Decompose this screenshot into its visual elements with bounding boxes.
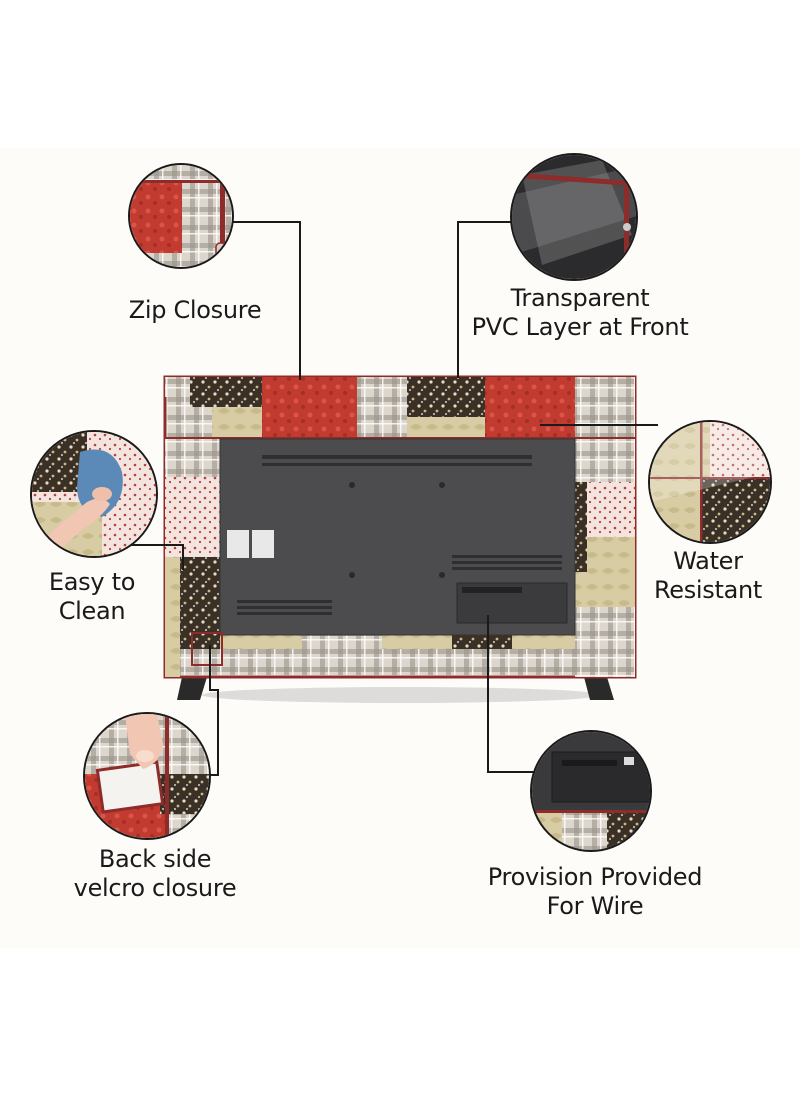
water-resistant-icon [648,420,772,544]
easy-clean-label-line2: Clean [58,597,126,625]
tv-right-foot [584,677,614,700]
tv-left-foot [177,677,207,700]
velcro-closure-label-line1: Back side [98,845,212,873]
water-resistant-label-line1: Water [673,547,743,575]
transparent-pvc-icon [510,153,638,281]
transparent-pvc-label-line1: Transparent [510,284,650,312]
transparent-pvc-label: Transparent PVC Layer at Front [460,284,700,342]
wire-provision-label: Provision Provided For Wire [470,863,720,921]
wire-provision-label-line2: For Wire [546,892,644,920]
water-resistant-label: Water Resistant [640,547,776,605]
wire-provision-icon [530,730,652,852]
easy-clean-icon [30,430,158,558]
easy-clean-label: Easy to Clean [22,568,162,626]
zip-closure-icon [128,163,234,269]
velcro-closure-icon [83,712,211,840]
wire-provision-label-line1: Provision Provided [487,863,703,891]
velcro-closure-label-line2: velcro closure [73,874,237,902]
zip-closure-label: Zip Closure [128,296,262,324]
transparent-pvc-label-line2: PVC Layer at Front [471,313,689,341]
water-resistant-label-line2: Resistant [653,576,763,604]
velcro-closure-label: Back side velcro closure [60,845,250,903]
easy-clean-label-line1: Easy to [48,568,136,596]
tv-cover-illustration [163,375,637,703]
